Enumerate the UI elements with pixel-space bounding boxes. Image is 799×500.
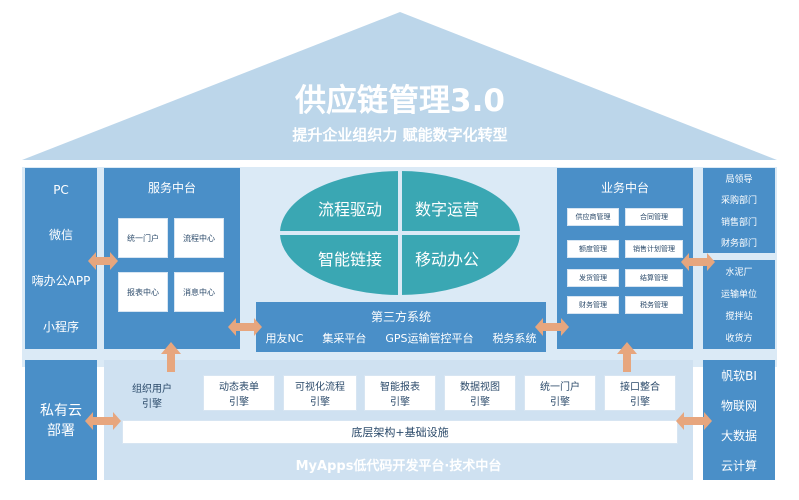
- engine-line2: 引擎: [310, 397, 330, 408]
- third-party-list: 用友NC 集采平台 GPS运输管控平台 税务系统: [256, 330, 546, 348]
- engine-box: 可视化流程 引擎: [283, 375, 357, 411]
- roof-subtitle: 提升企业组织力 赋能数字化转型: [292, 125, 508, 144]
- engine-line1: 接口整合: [620, 382, 660, 393]
- channel-app: 嗨办公APP: [31, 273, 91, 288]
- tech-item: 大数据: [720, 428, 757, 443]
- engine-line2: 引擎: [470, 397, 490, 408]
- double-arrow-icon: [676, 412, 712, 430]
- channel-pc: PC: [53, 182, 69, 197]
- engine-box: 数据视图 引擎: [444, 375, 516, 411]
- double-arrow-icon: [535, 318, 569, 336]
- roof-title: 供应链管理3.0: [295, 82, 505, 119]
- dept-item: 销售部门: [720, 217, 757, 228]
- business-item: 结算管理: [625, 269, 683, 287]
- tech-item: 帆软BI: [721, 368, 757, 383]
- right-dept-panel: 局领导 采购部门 销售部门 财务部门: [703, 168, 775, 253]
- dept-item: 采购部门: [720, 196, 757, 207]
- partner-item: 搅拌站: [725, 312, 753, 323]
- channel-wechat: 微信: [48, 227, 73, 242]
- tech-item: 云计算: [720, 458, 757, 473]
- oval-item: 流程驱动: [317, 200, 382, 219]
- oval-item: 数字运营: [414, 200, 479, 219]
- engine-line2: 引擎: [550, 397, 570, 408]
- third-party-item: 用友NC: [265, 332, 304, 345]
- double-arrow-icon: [228, 318, 262, 336]
- oval-item: 智能链接: [317, 250, 382, 269]
- roof: [22, 12, 777, 160]
- engine-line1: 组织用户: [132, 384, 172, 395]
- engine-line2: 引擎: [630, 397, 650, 408]
- private-cloud-line: 部署: [47, 423, 75, 439]
- partner-item: 水泥厂: [725, 267, 753, 278]
- private-cloud-panel: 私有云 部署: [25, 360, 97, 480]
- engine-box: 动态表单 引擎: [203, 375, 275, 411]
- right-partner-panel: 水泥厂 运输单位 搅拌站 收货方: [703, 260, 775, 349]
- third-party-panel: 第三方系统 用友NC 集采平台 GPS运输管控平台 税务系统: [256, 302, 546, 352]
- engine-box: 统一门户 引擎: [524, 375, 596, 411]
- engine-box: 接口整合 引擎: [604, 375, 676, 411]
- infra-bar: 底层架构+基础设施: [122, 420, 678, 444]
- third-party-item: GPS运输管控平台: [385, 332, 474, 345]
- double-arrow-icon: [88, 252, 118, 270]
- tech-item: 物联网: [720, 398, 757, 413]
- engine-org-user: 组织用户 引擎: [112, 378, 192, 412]
- third-party-title: 第三方系统: [370, 309, 431, 324]
- engine-line2: 引擎: [142, 399, 162, 410]
- third-party-item: 税务系统: [492, 332, 537, 345]
- private-cloud-line: 私有云: [40, 403, 82, 419]
- partner-item: 收货方: [725, 334, 753, 345]
- business-center-panel: 业务中台 供应商管理 合同管理 额度管理 销售计划管理 发货管理 结算管理 财务…: [557, 168, 693, 349]
- service-item: 报表中心: [118, 272, 168, 312]
- engine-box: 智能报表 引擎: [364, 375, 436, 411]
- business-item: 合同管理: [625, 208, 683, 226]
- service-item: 流程中心: [174, 218, 224, 258]
- business-item: 额度管理: [567, 240, 619, 258]
- right-tech-panel: 帆软BI 物联网 大数据 云计算: [703, 360, 775, 480]
- engine-line2: 引擎: [229, 397, 249, 408]
- platform-footer: MyApps低代码开发平台·技术中台: [295, 458, 502, 474]
- business-item: 供应商管理: [567, 208, 619, 226]
- business-center-title: 业务中台: [600, 180, 649, 195]
- engine-line1: 统一门户: [540, 382, 580, 393]
- engine-line1: 可视化流程: [295, 382, 345, 393]
- center-oval: [280, 171, 520, 295]
- third-party-item: 集采平台: [322, 332, 367, 345]
- partner-item: 运输单位: [720, 289, 757, 300]
- service-center-title: 服务中台: [147, 180, 196, 195]
- up-arrow-icon: [617, 342, 637, 372]
- dept-item: 局领导: [725, 175, 753, 186]
- service-center-panel: 服务中台 统一门户 流程中心 报表中心 消息中心: [104, 168, 240, 349]
- business-item: 财务管理: [567, 296, 619, 314]
- business-item: 发货管理: [567, 269, 619, 287]
- business-item: 税务管理: [625, 296, 683, 314]
- double-arrow-icon: [681, 253, 715, 271]
- dept-item: 财务部门: [720, 238, 757, 249]
- channel-miniprogram: 小程序: [42, 319, 79, 334]
- left-channel-panel: PC 微信 嗨办公APP 小程序: [25, 168, 97, 349]
- engine-line1: 智能报表: [380, 382, 420, 393]
- service-item: 消息中心: [174, 272, 224, 312]
- engine-line1: 动态表单: [219, 382, 259, 393]
- double-arrow-icon: [85, 412, 121, 430]
- service-item: 统一门户: [118, 218, 168, 258]
- business-item: 销售计划管理: [625, 240, 683, 258]
- engine-line2: 引擎: [390, 397, 410, 408]
- up-arrow-icon: [161, 342, 181, 372]
- engine-line1: 数据视图: [460, 382, 500, 393]
- oval-item: 移动办公: [414, 250, 479, 269]
